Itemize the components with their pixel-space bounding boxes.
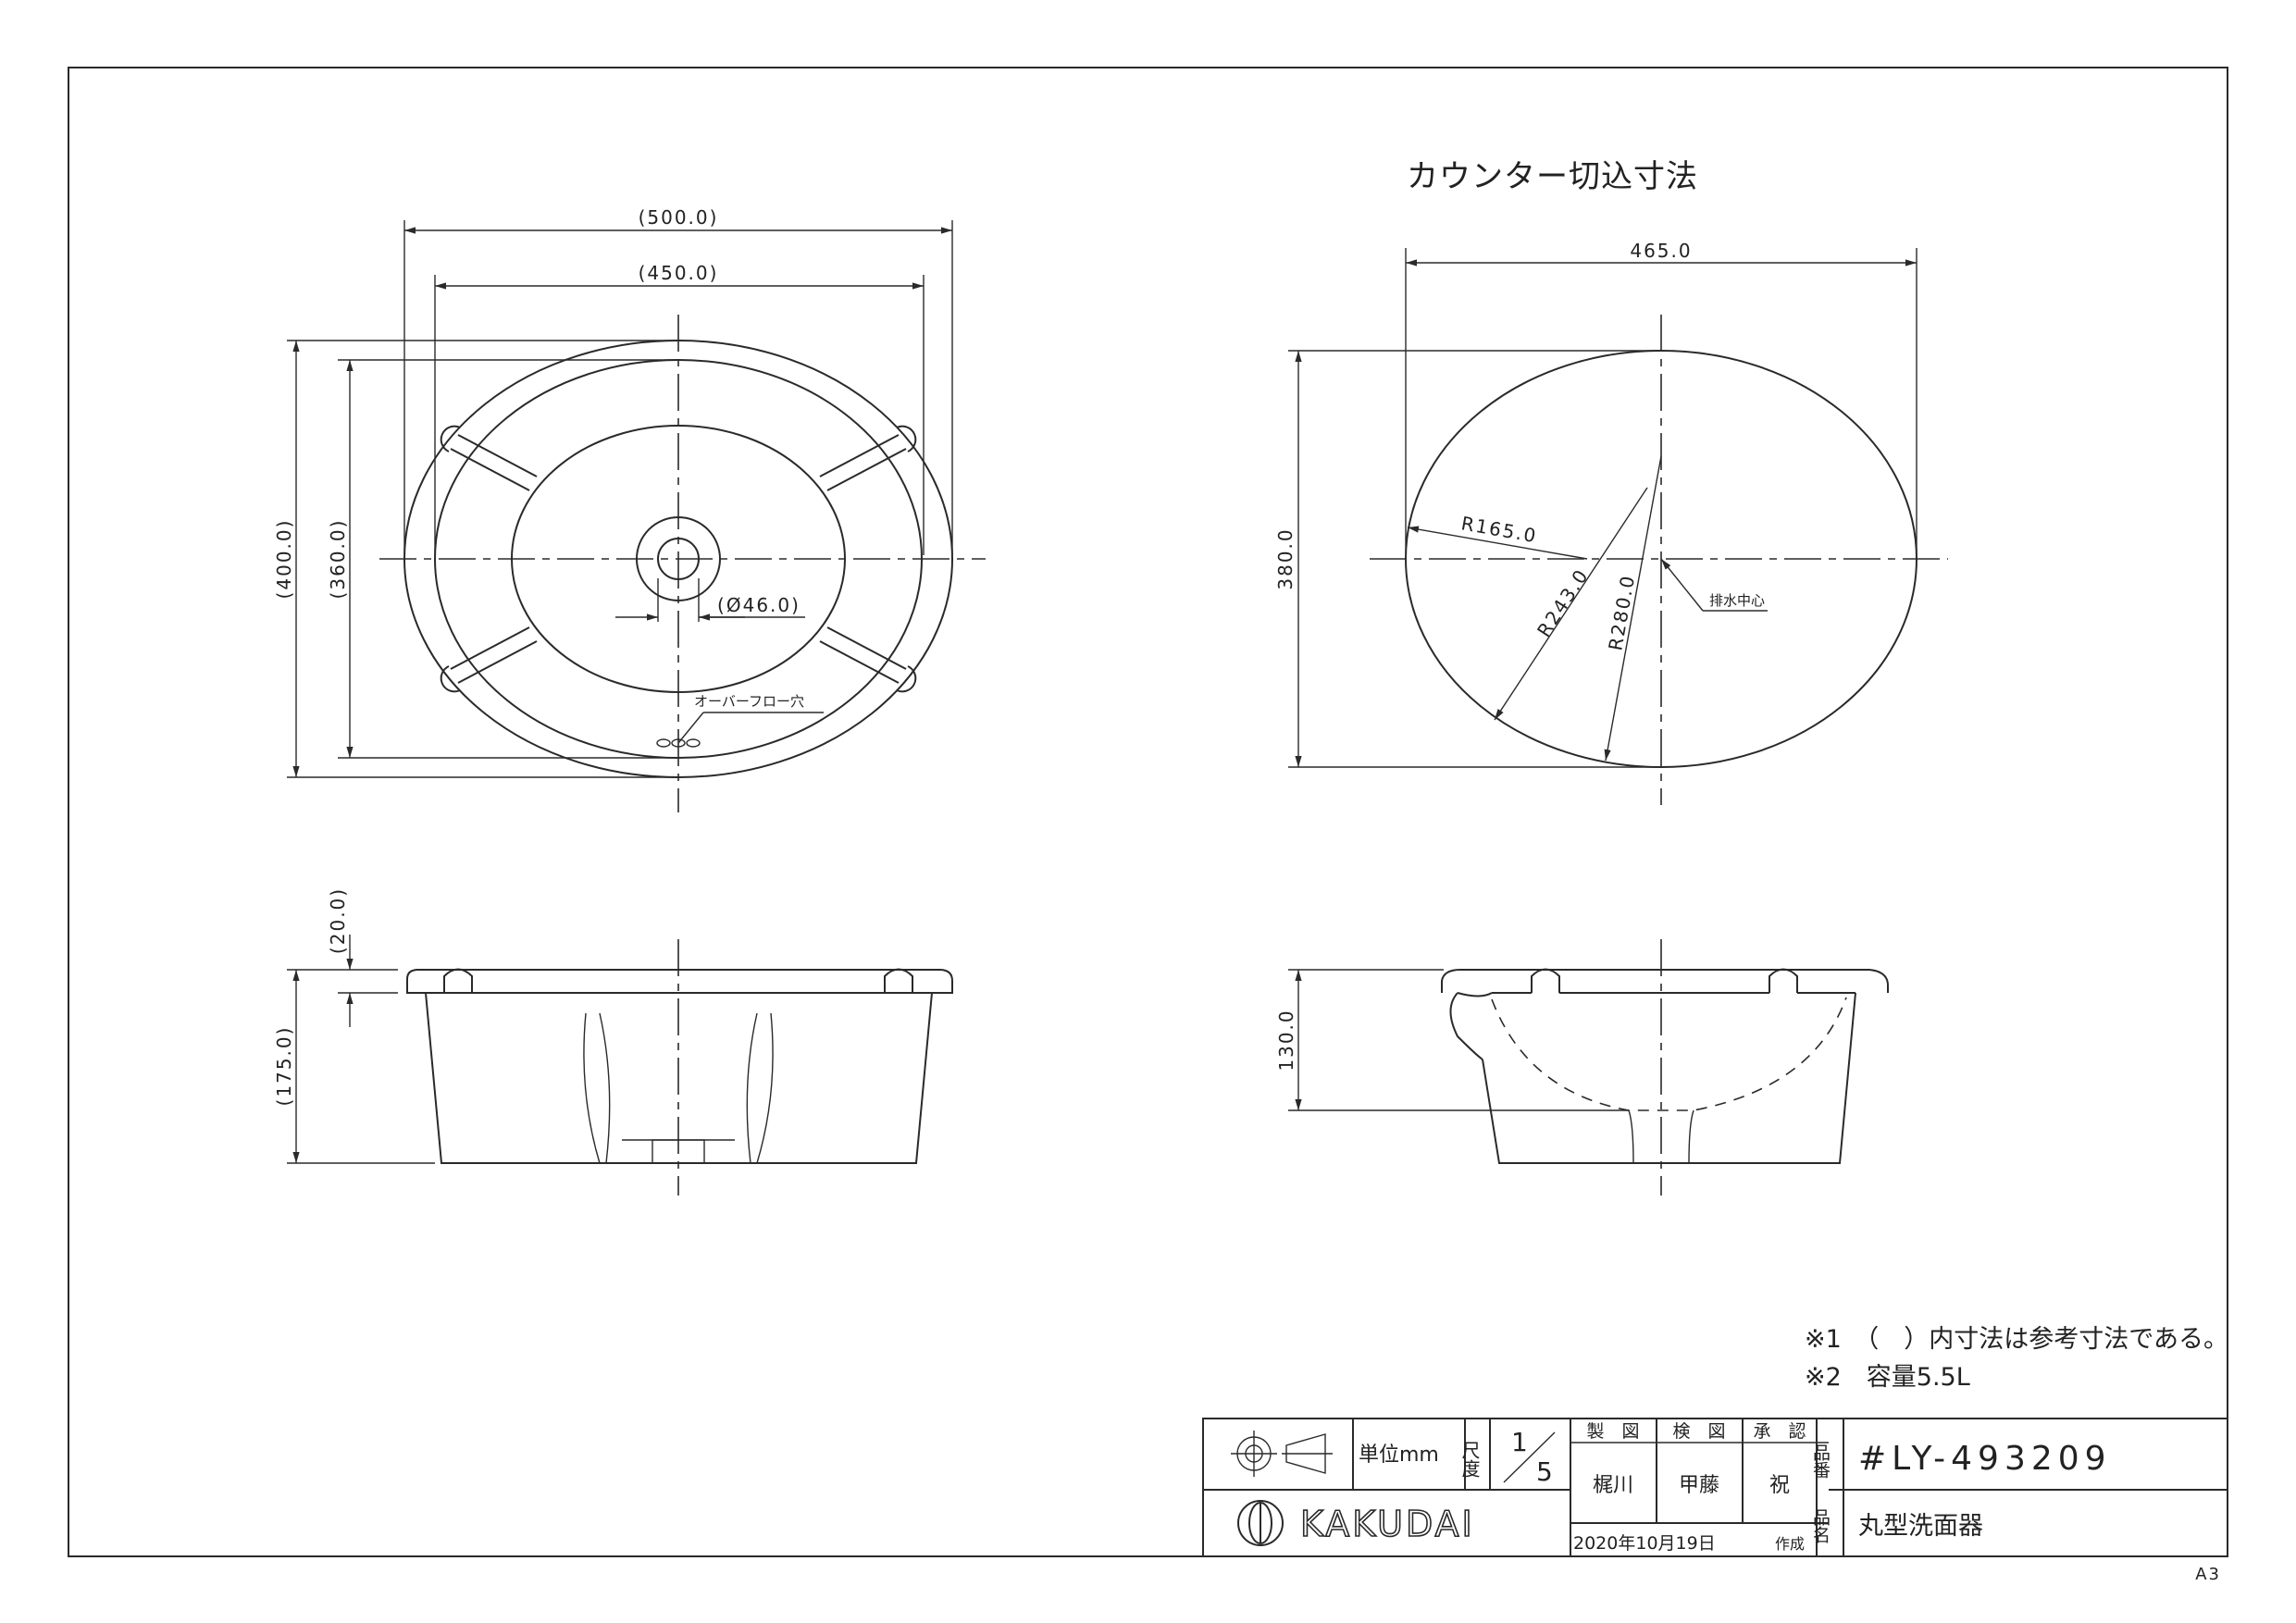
svg-text:KAKUDAI: KAKUDAI xyxy=(1300,1504,1475,1544)
drawn-by: 梶川 xyxy=(1593,1474,1633,1497)
dim-r1: R165.0 xyxy=(1459,512,1539,547)
approved-by: 祝 xyxy=(1769,1474,1790,1497)
created-label: 作成 xyxy=(1775,1535,1805,1553)
counter-cutout-view: カウンター切込寸法 465.0 380.0 R165.0 R243.0 R280… xyxy=(1274,158,1948,805)
drain-center-label: 排水中心 xyxy=(1709,592,1765,609)
scale-num: 1 xyxy=(1511,1427,1528,1457)
product-name-label: 品名 xyxy=(1810,1508,1831,1543)
approved-label: 承 認 xyxy=(1753,1421,1806,1442)
note-2: ※2 容量5.5L xyxy=(1805,1363,1970,1392)
dim-cutout-width: 465.0 xyxy=(1630,240,1692,262)
drawing-border xyxy=(68,67,2228,1557)
third-angle-projection-icon xyxy=(1231,1431,1333,1477)
drawn-label: 製 図 xyxy=(1586,1421,1639,1442)
dim-height-inner: (360.0) xyxy=(327,519,349,600)
support-bars xyxy=(440,425,917,693)
dim-drain: (Ø46.0) xyxy=(717,594,800,616)
note-1: ※1 （ ）内寸法は参考寸法である。 xyxy=(1805,1325,2228,1354)
scale-label: 尺度 xyxy=(1458,1441,1481,1478)
dim-width-inner: (450.0) xyxy=(639,262,719,284)
unit-label: 単位mm xyxy=(1359,1443,1439,1467)
basin-section-view: 130.0 xyxy=(1275,939,1889,1196)
basin-top-view: (500.0) (450.0) (400.0) (360.0) (Ø46.0) … xyxy=(273,206,986,812)
paper-size: A3 xyxy=(2195,1565,2221,1584)
checked-by: 甲藤 xyxy=(1679,1474,1719,1497)
dim-rim: (20.0) xyxy=(327,887,349,954)
basin-side-view: (20.0) (175.0) xyxy=(273,887,953,1196)
notes: ※1 （ ）内寸法は参考寸法である。 ※2 容量5.5L xyxy=(1805,1325,2228,1392)
product-no: #LY-493209 xyxy=(1858,1440,2112,1478)
dim-height-outer: (400.0) xyxy=(273,519,295,600)
product-name: 丸型洗面器 xyxy=(1858,1512,1983,1541)
scale-den: 5 xyxy=(1536,1456,1553,1487)
dim-section-height: 130.0 xyxy=(1275,1009,1297,1071)
dim-r2: R243.0 xyxy=(1533,564,1593,641)
cutout-title: カウンター切込寸法 xyxy=(1407,158,1698,195)
dim-r3: R280.0 xyxy=(1604,573,1639,652)
created-date: 2020年10月19日 xyxy=(1573,1533,1716,1554)
dim-cutout-height: 380.0 xyxy=(1274,527,1297,589)
dim-width-outer: (500.0) xyxy=(639,206,719,229)
title-block: 単位mm 尺度 1 5 製 図 検 図 承 認 梶川 甲藤 祝 品番 #LY-4… xyxy=(1202,1418,2228,1557)
checked-label: 検 図 xyxy=(1672,1421,1725,1442)
kakudai-logo: KAKUDAI xyxy=(1237,1500,1475,1546)
dim-side-height: (175.0) xyxy=(273,1026,295,1107)
overflow-label: オーバーフロー穴 xyxy=(694,693,804,710)
product-no-label: 品番 xyxy=(1810,1443,1831,1479)
